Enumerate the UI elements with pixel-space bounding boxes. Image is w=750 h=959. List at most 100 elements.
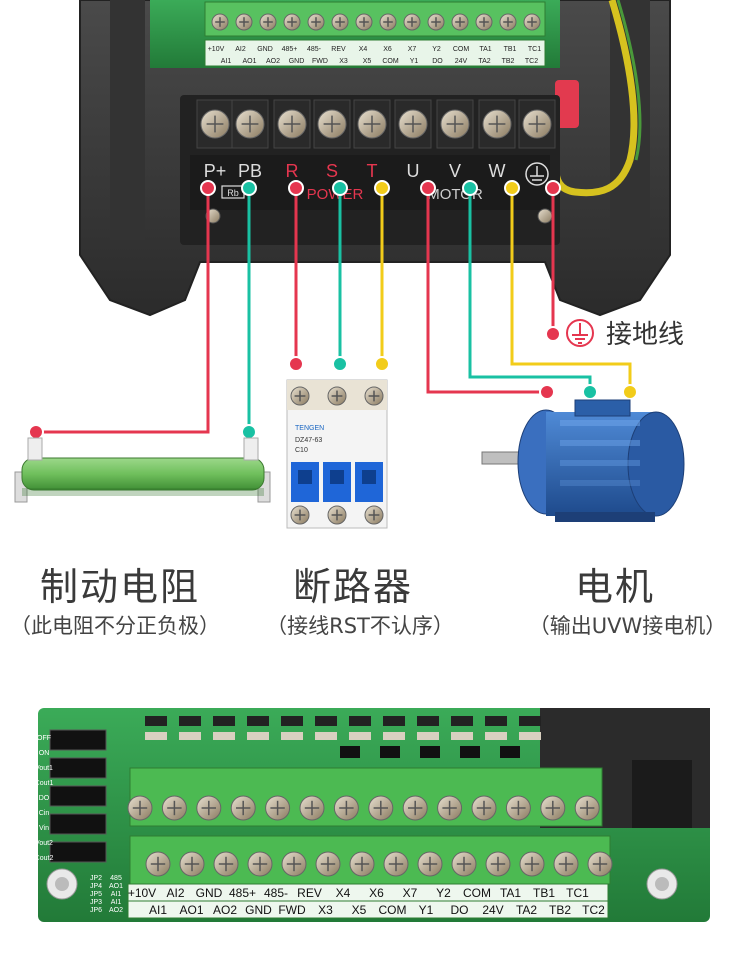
- bottom-terminal-screw-bottom: [145, 851, 171, 877]
- ground-wire-top: [552, 0, 642, 197]
- top-board-label: GND: [257, 46, 273, 53]
- power-terminal-screw: [200, 109, 230, 139]
- ground-symbol-icon: [525, 162, 549, 186]
- dot-pplus: [200, 180, 216, 196]
- terminal-label-r: R: [286, 161, 299, 181]
- top-board-label: X3: [339, 58, 348, 65]
- jumper-side-label: Vout2: [35, 840, 53, 847]
- breaker-screw: [364, 505, 384, 525]
- bottom-terminal-screw-bottom: [485, 851, 511, 877]
- ground-terminal: [566, 319, 594, 347]
- top-screw-row: [211, 13, 541, 31]
- jumper-label: JP6: [90, 907, 102, 914]
- dot-u: [420, 180, 436, 196]
- bottom-terminal-screw-top: [333, 795, 359, 821]
- top-board-label: COM: [453, 46, 470, 53]
- bottom-board-label: AO2: [213, 903, 237, 917]
- wiring-lines: [28, 180, 638, 440]
- bottom-board-label: TC2: [582, 903, 605, 917]
- ground-wire-label: 接地线: [606, 320, 685, 350]
- top-board-label: TA1: [479, 46, 491, 53]
- jumper-label: JP5: [90, 891, 102, 898]
- bottom-terminal-screw-bottom: [451, 851, 477, 877]
- dot-resistor-left: [28, 424, 44, 440]
- bottom-terminal-screw-bottom: [281, 851, 307, 877]
- bottom-board-label: AI2: [166, 886, 184, 900]
- jumper-value: AI1: [111, 899, 122, 906]
- jumper-label: JP3: [90, 899, 102, 906]
- bottom-board-label: COM: [379, 903, 407, 917]
- bottom-terminal-screw-top: [574, 795, 600, 821]
- top-board-label: GND: [289, 58, 305, 65]
- power-group-label: POWER: [307, 186, 364, 203]
- breaker-title: 断路器: [292, 565, 413, 609]
- dot-breaker-1: [288, 356, 304, 372]
- breaker-bottom-screws: [290, 505, 384, 525]
- bottom-board-label: X5: [352, 903, 367, 917]
- jumper-side-label: Vin: [39, 825, 49, 832]
- top-board-label: COM: [382, 58, 399, 65]
- bottom-terminal-screw-bottom: [553, 851, 579, 877]
- wire-w: [510, 188, 632, 392]
- bottom-terminal-screw-bottom: [519, 851, 545, 877]
- resistor-subtitle: （此电阻不分正负极）: [10, 614, 220, 638]
- bottom-terminal-screw-top: [299, 795, 325, 821]
- top-board-label: AI1: [221, 58, 232, 65]
- bottom-board-label: FWD: [278, 903, 306, 917]
- breaker-subtitle: （接线RST不认序）: [266, 614, 454, 638]
- terminal-label-u: U: [407, 161, 420, 181]
- bottom-board-label: GND: [245, 903, 272, 917]
- jumper-value: AO1: [109, 883, 123, 890]
- power-terminal-screw: [235, 109, 265, 139]
- power-terminal-screw: [482, 109, 512, 139]
- wire-pplus: [36, 188, 210, 434]
- top-terminal-screw: [451, 13, 469, 31]
- breaker-screw: [290, 386, 310, 406]
- svg-text:C10: C10: [295, 447, 308, 454]
- bottom-terminal-screw-top: [437, 795, 463, 821]
- bottom-terminal-screw-bottom: [383, 851, 409, 877]
- jumper-label: JP2: [90, 875, 102, 882]
- bottom-board-label: REV: [297, 886, 322, 900]
- top-board-label: TA2: [478, 58, 490, 65]
- dot-t: [374, 180, 390, 196]
- bottom-board-label: TC1: [566, 886, 589, 900]
- bottom-terminal-screw-top: [540, 795, 566, 821]
- bottom-board-label: TB2: [549, 903, 571, 917]
- top-terminal-screw: [427, 13, 445, 31]
- bottom-board-label: X7: [403, 886, 418, 900]
- top-board-label: 485-: [307, 46, 322, 53]
- dot-s: [332, 180, 348, 196]
- top-terminal-screw: [475, 13, 493, 31]
- terminal-label-pplus: P+: [204, 161, 227, 181]
- top-board-label: TB1: [504, 46, 517, 53]
- top-terminal-screw: [499, 13, 517, 31]
- bottom-board-label: X6: [369, 886, 384, 900]
- top-board-label: TB2: [502, 58, 515, 65]
- bottom-terminal-screw-bottom: [349, 851, 375, 877]
- bottom-board-label: DO: [451, 903, 469, 917]
- jumper-value: AO2: [109, 907, 123, 914]
- top-board-label: X7: [408, 46, 417, 53]
- dot-ground-bottom: [545, 326, 561, 342]
- top-board-label: REV: [331, 46, 346, 53]
- dot-r: [288, 180, 304, 196]
- svg-text:DZ47-63: DZ47-63: [295, 437, 322, 444]
- top-board-label: 24V: [455, 58, 468, 65]
- terminal-label-v: V: [449, 161, 461, 181]
- dot-motor-1: [539, 384, 555, 400]
- terminal-label-t: T: [367, 161, 378, 181]
- top-board-label: X4: [359, 46, 368, 53]
- bottom-terminal-screw-bottom: [179, 851, 205, 877]
- jumper-side-label: DO: [39, 795, 50, 802]
- bottom-board-label: TB1: [533, 886, 555, 900]
- bottom-terminal-screw-top: [127, 795, 153, 821]
